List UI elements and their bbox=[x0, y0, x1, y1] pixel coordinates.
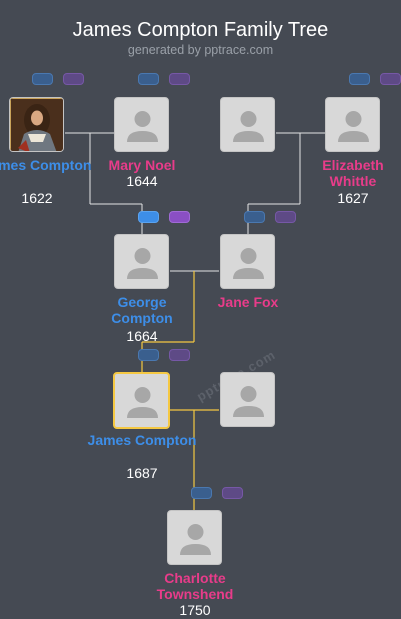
father-toggle-mary-noel[interactable] bbox=[138, 73, 159, 85]
father-toggle-elizabeth[interactable] bbox=[349, 73, 370, 85]
person-silhouette-icon bbox=[127, 111, 158, 142]
person-silhouette-icon bbox=[180, 524, 211, 555]
mother-toggle-mary-noel[interactable] bbox=[169, 73, 190, 85]
person-card-george-compton[interactable] bbox=[114, 234, 169, 289]
person-silhouette-icon bbox=[127, 248, 158, 279]
mother-toggle-elizabeth[interactable] bbox=[380, 73, 401, 85]
person-year: 1622 bbox=[21, 190, 53, 206]
father-toggle-jane-fox[interactable] bbox=[244, 211, 265, 223]
person-card-mary-noel[interactable] bbox=[114, 97, 169, 152]
person-year: 1627 bbox=[337, 190, 369, 206]
person-card-charlotte-townshend[interactable] bbox=[167, 510, 222, 565]
portrait-image bbox=[10, 98, 63, 151]
person-silhouette-icon bbox=[127, 387, 158, 418]
father-toggle-james-1687[interactable] bbox=[138, 349, 159, 361]
father-toggle-charlotte[interactable] bbox=[191, 487, 212, 499]
person-name: George Compton bbox=[111, 294, 173, 326]
page-subtitle: generated by pptrace.com bbox=[127, 43, 274, 57]
page-title: James Compton Family Tree bbox=[72, 19, 329, 41]
person-silhouette-icon bbox=[233, 386, 264, 417]
mother-toggle-charlotte[interactable] bbox=[222, 487, 243, 499]
mother-toggle-james-1687[interactable] bbox=[169, 349, 190, 361]
person-name: Jane Fox bbox=[217, 294, 279, 310]
person-silhouette-icon bbox=[233, 248, 264, 279]
father-toggle-james-1622[interactable] bbox=[32, 73, 53, 85]
person-silhouette-icon bbox=[233, 111, 264, 142]
person-card-james-1687[interactable] bbox=[113, 372, 170, 429]
person-name: Mary Noel bbox=[108, 157, 176, 173]
mother-toggle-jane-fox[interactable] bbox=[275, 211, 296, 223]
person-year: 1750 bbox=[179, 602, 211, 618]
person-year: 1644 bbox=[126, 173, 158, 189]
person-name: Elizabeth Whittle bbox=[322, 157, 384, 189]
person-card-james-1622[interactable] bbox=[9, 97, 64, 152]
father-toggle-george[interactable] bbox=[138, 211, 159, 223]
person-name: James Compton bbox=[0, 157, 92, 173]
person-card-elizabeth-whittle[interactable] bbox=[325, 97, 380, 152]
person-year: 1664 bbox=[126, 328, 158, 344]
person-name: James Compton bbox=[87, 432, 197, 448]
mother-toggle-george[interactable] bbox=[169, 211, 190, 223]
person-name: Charlotte Townshend bbox=[156, 570, 234, 602]
person-card-unknown-2[interactable] bbox=[220, 372, 275, 427]
mother-toggle-james-1622[interactable] bbox=[63, 73, 84, 85]
person-card-jane-fox[interactable] bbox=[220, 234, 275, 289]
person-year: 1687 bbox=[126, 465, 158, 481]
person-card-unknown-1[interactable] bbox=[220, 97, 275, 152]
person-silhouette-icon bbox=[338, 111, 369, 142]
